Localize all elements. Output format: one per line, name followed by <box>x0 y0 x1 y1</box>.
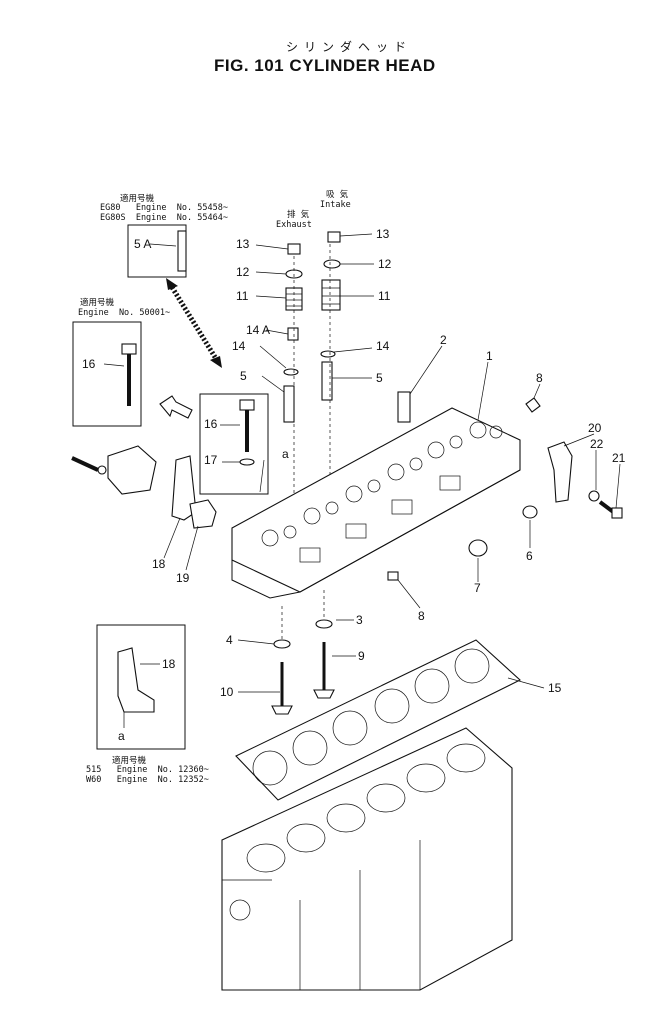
water-outlet <box>71 445 157 495</box>
note-mid-left-line1: Engine No. 50001~ <box>78 308 171 318</box>
valve-seat-3 <box>315 619 333 629</box>
washer-17 <box>239 458 255 466</box>
label-5-exhaust: 5 <box>240 369 247 383</box>
bolt-21 <box>598 500 623 519</box>
plug-6 <box>522 505 538 519</box>
note-top-left-line1: EG80 Engine No. 55458~ <box>100 203 228 213</box>
label-8-upper: 8 <box>536 371 543 385</box>
note-top-left-jp: 適用号機 <box>120 194 155 204</box>
label-11-exhaust: 11 <box>236 289 249 303</box>
label-13-exhaust: 13 <box>236 237 250 251</box>
seat-14-exhaust <box>283 368 299 376</box>
label-9: 9 <box>358 649 365 663</box>
sleeve-2 <box>397 391 411 423</box>
inset-box-5a <box>127 224 187 278</box>
cotter-13-intake <box>327 231 341 243</box>
label-14-exhaust: 14 <box>232 339 246 353</box>
label-20: 20 <box>588 421 602 435</box>
intake-valve-stack <box>320 231 341 401</box>
note-bottom-left-line2: W60 Engine No. 12352~ <box>86 775 209 785</box>
note-intake: Intake <box>320 200 351 210</box>
label-1: 1 <box>486 349 493 363</box>
retainer-12-intake <box>323 259 341 269</box>
label-a-1: a <box>282 447 289 461</box>
spring-11-intake <box>321 279 341 311</box>
note-bottom-left-line1: 515 Engine No. 12360~ <box>86 765 209 775</box>
label-16-inset: 16 <box>82 357 96 371</box>
head-gasket-15 <box>235 639 521 801</box>
note-bottom-left-jp: 適用号機 <box>112 756 147 766</box>
exhaust-valve-stack <box>283 243 303 423</box>
part-labels: 5 A 16 16 17 a 13 12 11 14 A 14 5 13 12 … <box>82 227 626 743</box>
label-13-intake: 13 <box>376 227 390 241</box>
label-16: 16 <box>204 417 218 431</box>
inset-box-16-17 <box>199 393 269 495</box>
bracket-20 <box>547 441 573 503</box>
plug-8-upper <box>525 397 541 413</box>
label-18-inset: 18 <box>162 657 176 671</box>
label-19: 19 <box>176 571 190 585</box>
plug-8-lower <box>387 571 399 581</box>
label-11-intake: 11 <box>378 289 391 303</box>
reference-arrow-upper <box>166 278 222 368</box>
valve-9 <box>313 642 335 699</box>
bracket-18-inset <box>117 647 155 713</box>
note-top-left-line2: EG80S Engine No. 55464~ <box>100 213 228 223</box>
note-intake-jp: 吸 気 <box>326 190 349 200</box>
guide-5-exhaust <box>283 385 295 423</box>
label-12-intake: 12 <box>378 257 392 271</box>
label-3: 3 <box>356 613 363 627</box>
note-exhaust: Exhaust <box>276 220 312 230</box>
note-exhaust-jp: 排 気 <box>287 210 310 220</box>
label-14-intake: 14 <box>376 339 390 353</box>
label-12-exhaust: 12 <box>236 265 250 279</box>
label-14a: 14 A <box>246 323 270 337</box>
washer-22 <box>588 490 600 502</box>
label-17: 17 <box>204 453 218 467</box>
label-22: 22 <box>590 437 604 451</box>
label-18: 18 <box>152 557 166 571</box>
label-5a: 5 A <box>134 237 151 251</box>
note-mid-left-jp: 適用号機 <box>80 298 115 308</box>
label-6: 6 <box>526 549 533 563</box>
cylinder-block <box>221 727 513 991</box>
gasket-19 <box>189 499 217 529</box>
title-japanese: シリンダヘッド <box>286 40 413 54</box>
label-10: 10 <box>220 685 234 699</box>
page-title: FIG. 101 CYLINDER HEAD <box>214 56 436 75</box>
label-5-intake: 5 <box>376 371 383 385</box>
cylinder-head <box>231 407 521 599</box>
seat-14-intake <box>320 350 336 358</box>
bolt-16-inset <box>121 343 137 406</box>
label-7: 7 <box>474 581 481 595</box>
label-15: 15 <box>548 681 562 695</box>
inset-box-16 <box>72 321 142 427</box>
label-a-2: a <box>118 729 125 743</box>
valve-seat-4 <box>273 639 291 649</box>
valve-guide-5a <box>177 230 187 272</box>
inset-box-18 <box>96 624 186 750</box>
seal-14a <box>287 327 299 341</box>
cotter-13-exhaust <box>287 243 301 255</box>
reference-arrow-lower <box>159 395 193 419</box>
label-21: 21 <box>612 451 626 465</box>
bolt-16 <box>239 399 255 466</box>
label-4: 4 <box>226 633 233 647</box>
guide-5-intake <box>321 361 333 401</box>
valve-10 <box>271 662 293 715</box>
label-2: 2 <box>440 333 447 347</box>
plug-7 <box>468 539 488 557</box>
label-8-lower: 8 <box>418 609 425 623</box>
leader-lines <box>103 233 621 693</box>
